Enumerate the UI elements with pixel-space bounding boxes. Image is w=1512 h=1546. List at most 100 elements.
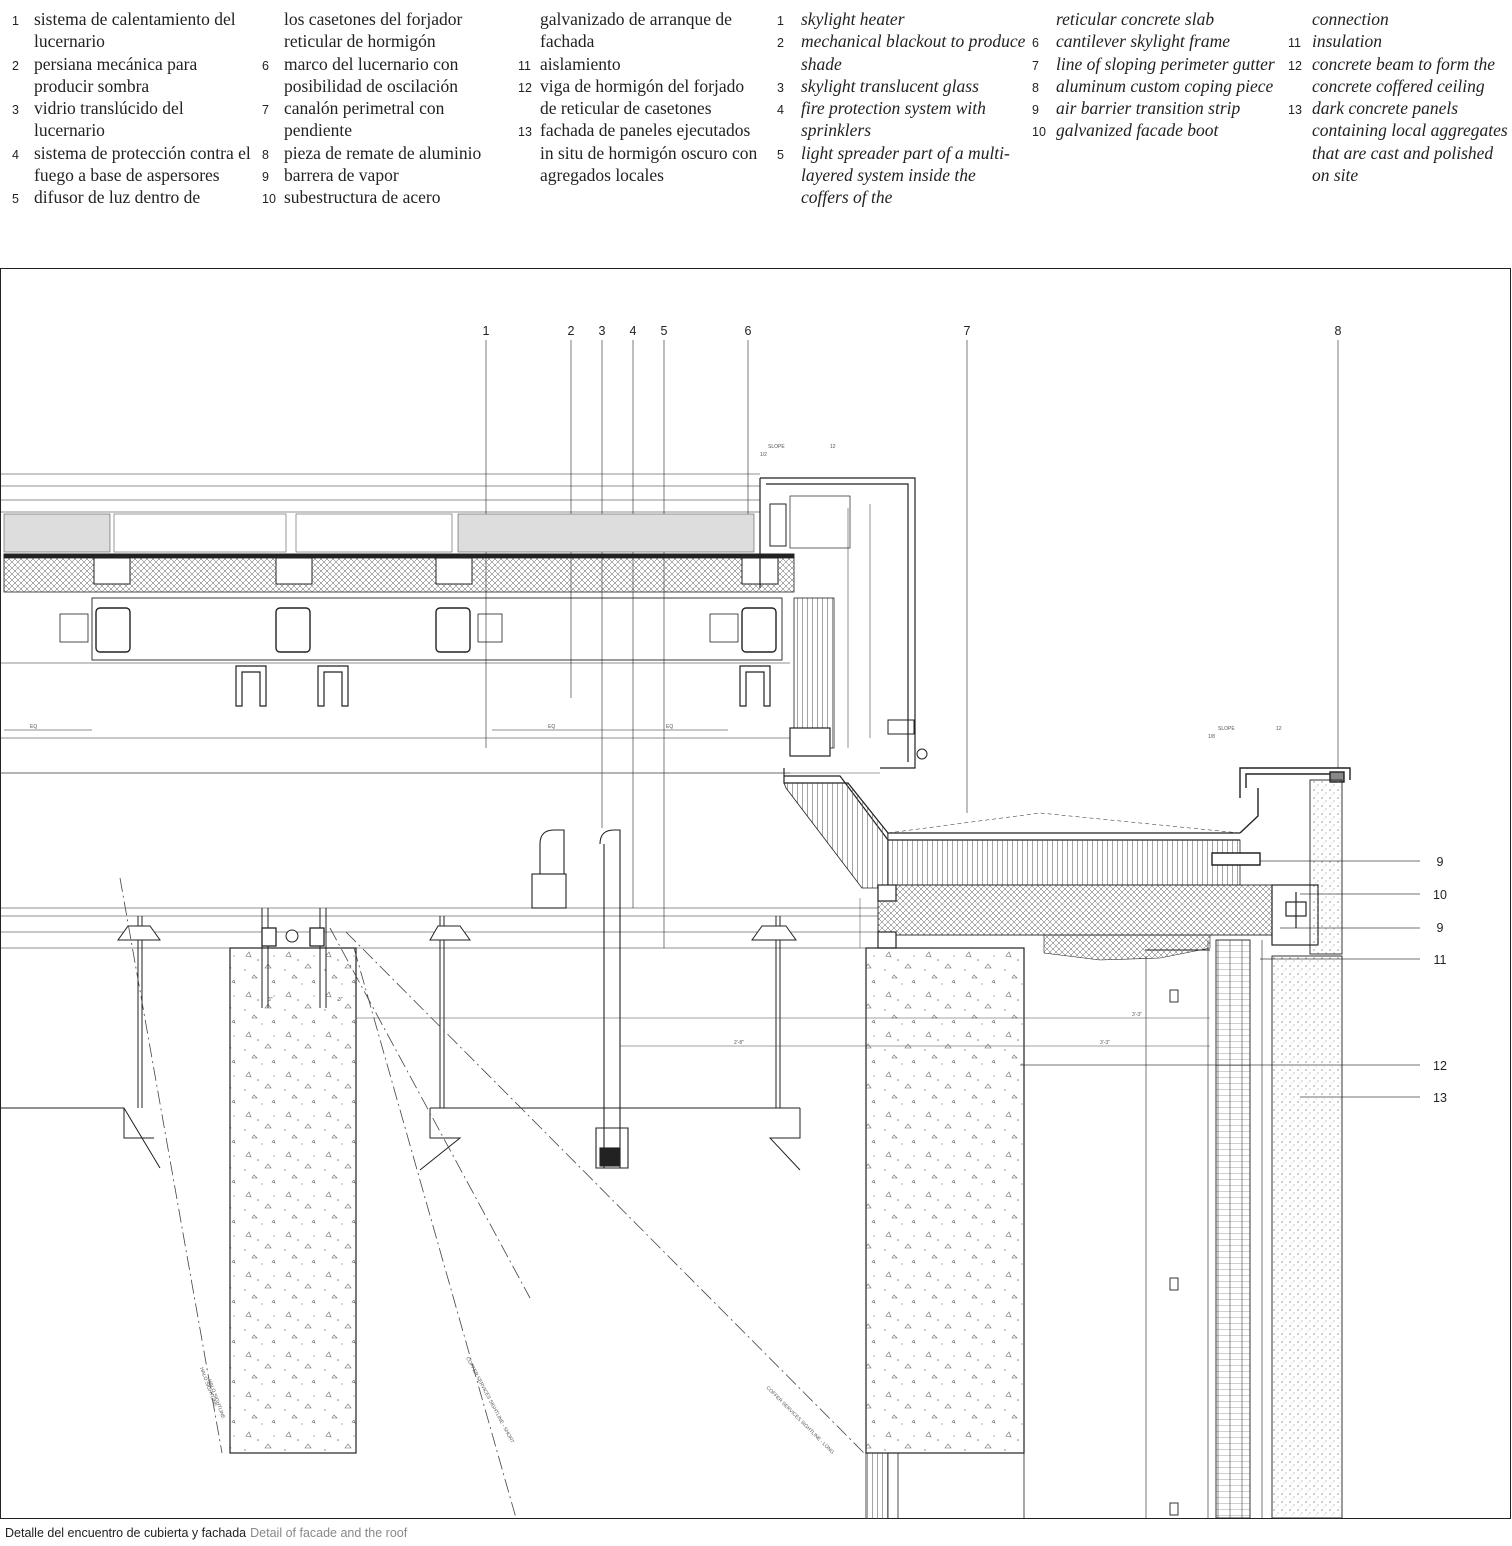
legend-item-number: 1 bbox=[777, 14, 784, 28]
legend-item-text: cantilever skylight frame bbox=[1056, 31, 1230, 52]
dimension-lines bbox=[0, 772, 1210, 1047]
legend-item-text: sistema de calentamiento del lucernario bbox=[34, 9, 236, 52]
legend-item-text: aluminum custom coping piece bbox=[1056, 75, 1274, 96]
legend-item: 3 skylight translucent glass bbox=[777, 75, 1027, 97]
legend-continuation: galvanizado de arranque de fachada bbox=[540, 9, 732, 52]
callout-numbers-top: 1 2 3 4 5 6 7 8 bbox=[483, 324, 1342, 338]
dimension-a: 2'-8" bbox=[734, 1040, 744, 1046]
legend-es-column-3: galvanizado de arranque de fachada 11 ais… bbox=[518, 8, 758, 186]
legend-item-number: 11 bbox=[1288, 36, 1301, 51]
legend-item-number: 2 bbox=[777, 36, 784, 51]
roof-slab bbox=[0, 884, 1273, 961]
ceiling-hangers bbox=[0, 908, 801, 1171]
facade-panels bbox=[1145, 779, 1343, 1519]
callout-5: 5 bbox=[661, 324, 668, 338]
legend-en-column-3: connection 11 insulation 12 concrete beam t… bbox=[1288, 8, 1508, 186]
legend-item-number: 12 bbox=[518, 80, 532, 95]
callout-8: 8 bbox=[1335, 324, 1342, 338]
legend-item-number: 4 bbox=[12, 147, 19, 162]
legend-item-number: 10 bbox=[262, 192, 276, 207]
legend-item: 6 cantilever skylight frame bbox=[1032, 30, 1282, 52]
sightline-label-2: HALO SIGHTLINE bbox=[206, 1379, 226, 1421]
legend-item-number: 12 bbox=[1288, 58, 1302, 73]
sightline-label-4: COFFER SERVICES SIGHTLINE - LONG bbox=[765, 1385, 835, 1455]
dimension-c-1: 3" bbox=[268, 997, 273, 1003]
caption-spanish: Detalle del encuentro de cubierta y fach… bbox=[5, 1526, 247, 1540]
callout-2: 2 bbox=[568, 324, 575, 338]
legend-es-column-2: los casetones del forjador reticular de … bbox=[262, 8, 502, 209]
legend-item-number: 7 bbox=[1032, 58, 1039, 73]
legend-continuation: reticular concrete slab bbox=[1056, 9, 1215, 29]
facade-steel-boot bbox=[1271, 884, 1319, 946]
legend-item-text: line of sloping perimeter gutter bbox=[1056, 53, 1275, 74]
legend-item: 10 galvanized facade boot bbox=[1032, 119, 1282, 141]
callout-9a: 9 bbox=[1437, 855, 1444, 869]
legend-item-text: concrete beam to form the concrete coffe… bbox=[1312, 53, 1496, 96]
callout-11: 11 bbox=[1434, 953, 1447, 967]
legend-item: 11 insulation bbox=[1288, 30, 1508, 52]
legend-item-text: dark concrete panels containing local ag… bbox=[1312, 98, 1508, 186]
legend-continuation: connection bbox=[1312, 9, 1389, 29]
legend-item: 12 viga de hormigón del forjado de reticu… bbox=[518, 75, 758, 120]
perimeter-gutter bbox=[783, 768, 1241, 889]
slope-rise-2: 1/8 bbox=[1208, 734, 1215, 740]
legend-item-text: light spreader part of a multi-layered s… bbox=[801, 142, 1010, 208]
legend-item: 12 concrete beam to form the concrete cof… bbox=[1288, 53, 1508, 98]
legend-item-text: skylight translucent glass bbox=[801, 75, 979, 96]
legend-item-text: viga de hormigón del forjado de reticula… bbox=[540, 75, 745, 119]
sightline-label-3: COFFER SERVICES SIGHTLINE - SHORT bbox=[464, 1356, 515, 1444]
legend-item-number: 8 bbox=[262, 147, 269, 162]
legend-item-text: pieza de remate de aluminio bbox=[284, 142, 482, 163]
legend-item-text: fire protection system with sprinklers bbox=[801, 98, 986, 141]
callout-3: 3 bbox=[599, 324, 606, 338]
legend-item-number: 7 bbox=[262, 103, 269, 118]
legend-item-number: 2 bbox=[12, 58, 19, 73]
legend-item-number: 9 bbox=[1032, 103, 1039, 118]
eq-label-2: EQ bbox=[548, 724, 555, 730]
legend-item-text: galvanized facade boot bbox=[1056, 120, 1219, 141]
cantilever-skylight-frame bbox=[759, 477, 928, 769]
legend-item-text: barrera de vapor bbox=[284, 165, 399, 186]
eq-label-1: EQ bbox=[30, 724, 37, 730]
section-detail-drawing: 1 2 3 4 5 6 7 8 9 10 9 11 12 13 bbox=[0, 268, 1511, 1519]
legend-item-number: 3 bbox=[777, 80, 784, 95]
legend-item-text: canalón perimetral con pendiente bbox=[284, 98, 445, 141]
legend-item-text: insulation bbox=[1312, 31, 1383, 52]
caption-english: Detail of facade and the roof bbox=[250, 1526, 408, 1540]
sprinkler-pipe bbox=[531, 829, 629, 1169]
legend-item-number: 5 bbox=[777, 147, 784, 162]
legend-item-text: persiana mecánica para producir sombra bbox=[34, 53, 198, 96]
legend-item: 2 persiana mecánica para producir sombra bbox=[12, 53, 252, 98]
legend-item-number: 3 bbox=[12, 103, 19, 118]
legend-item-text: marco del lucernario con posibilidad de … bbox=[284, 53, 459, 96]
legend-item-number: 10 bbox=[1032, 125, 1046, 140]
slope-label-1: SLOPE bbox=[768, 444, 785, 450]
dimension-b-1: 3'-3" bbox=[1100, 1040, 1110, 1046]
callout-10: 10 bbox=[1433, 888, 1447, 902]
skylight-assembly bbox=[0, 473, 795, 774]
legend-en-column-2: reticular concrete slab 6 cantilever skyl… bbox=[1032, 8, 1282, 142]
callout-4: 4 bbox=[630, 324, 637, 338]
callout-12: 12 bbox=[1433, 1059, 1447, 1073]
legend-item-text: aislamiento bbox=[540, 53, 621, 74]
legend-item-number: 5 bbox=[12, 192, 19, 207]
dimension-b-2: 3'-3" bbox=[1132, 1012, 1142, 1018]
legend-item-text: mechanical blackout to produce shade bbox=[801, 31, 1026, 74]
callout-1: 1 bbox=[483, 324, 490, 338]
legend-item-number: 6 bbox=[1032, 36, 1039, 51]
legend-item-text: air barrier transition strip bbox=[1056, 98, 1241, 119]
sightlines bbox=[119, 877, 865, 1519]
legend-item-number: 11 bbox=[518, 58, 531, 73]
callout-9b: 9 bbox=[1437, 921, 1444, 935]
legend-item-number: 13 bbox=[1288, 103, 1302, 118]
legend-item-text: sistema de protección contra el fuego a … bbox=[34, 142, 251, 186]
legend-item-number: 8 bbox=[1032, 80, 1039, 95]
legend-item: 4 sistema de protección contra el fuego a… bbox=[12, 142, 252, 187]
drawing-frame bbox=[0, 268, 1511, 1519]
